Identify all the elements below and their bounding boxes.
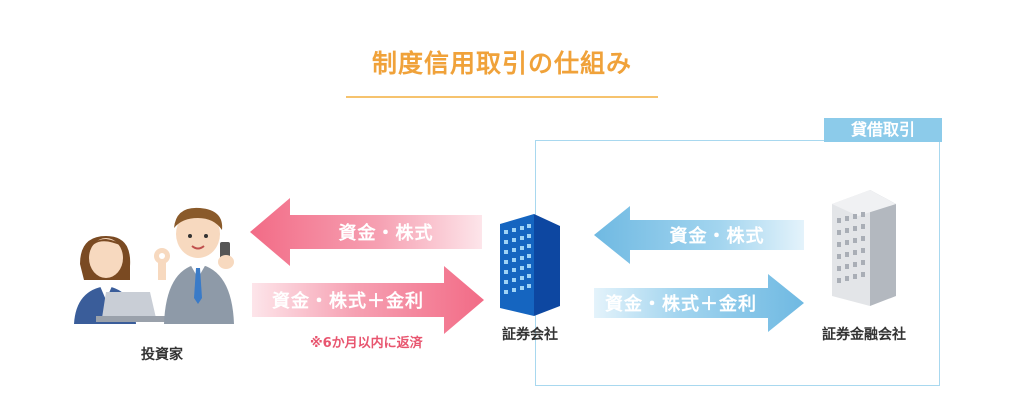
- securities-company-building: [494, 210, 566, 320]
- investors-icon: [74, 207, 234, 324]
- building-icon: [500, 214, 560, 316]
- repayment-note: ※6か月以内に返済: [310, 336, 423, 351]
- building-icon: [832, 190, 896, 306]
- lending-transaction-tag: 貸借取引: [824, 118, 942, 142]
- arrow-funds-stock-interest-to-broker: 資金・株式＋金利: [252, 266, 484, 334]
- page-title: 制度信用取引の仕組み: [371, 49, 632, 78]
- securities-company-label: 証券会社: [502, 327, 558, 343]
- arrow-label: 資金・株式＋金利: [272, 291, 424, 312]
- securities-finance-building: [826, 186, 902, 310]
- investors-illustration: [66, 206, 246, 326]
- investor-label: 投資家: [141, 347, 183, 363]
- securities-finance-company-label: 証券金融会社: [822, 327, 906, 343]
- arrow-label: 資金・株式: [338, 223, 434, 244]
- title-underline: [346, 96, 658, 98]
- arrow-funds-stock-to-investor: 資金・株式: [250, 198, 482, 266]
- arrow-label: 資金・株式: [669, 226, 765, 247]
- arrow-funds-stock-interest-to-finance: 資金・株式＋金利: [594, 274, 804, 332]
- arrow-label: 資金・株式＋金利: [605, 294, 757, 315]
- arrow-funds-stock-to-broker: 資金・株式: [594, 206, 804, 264]
